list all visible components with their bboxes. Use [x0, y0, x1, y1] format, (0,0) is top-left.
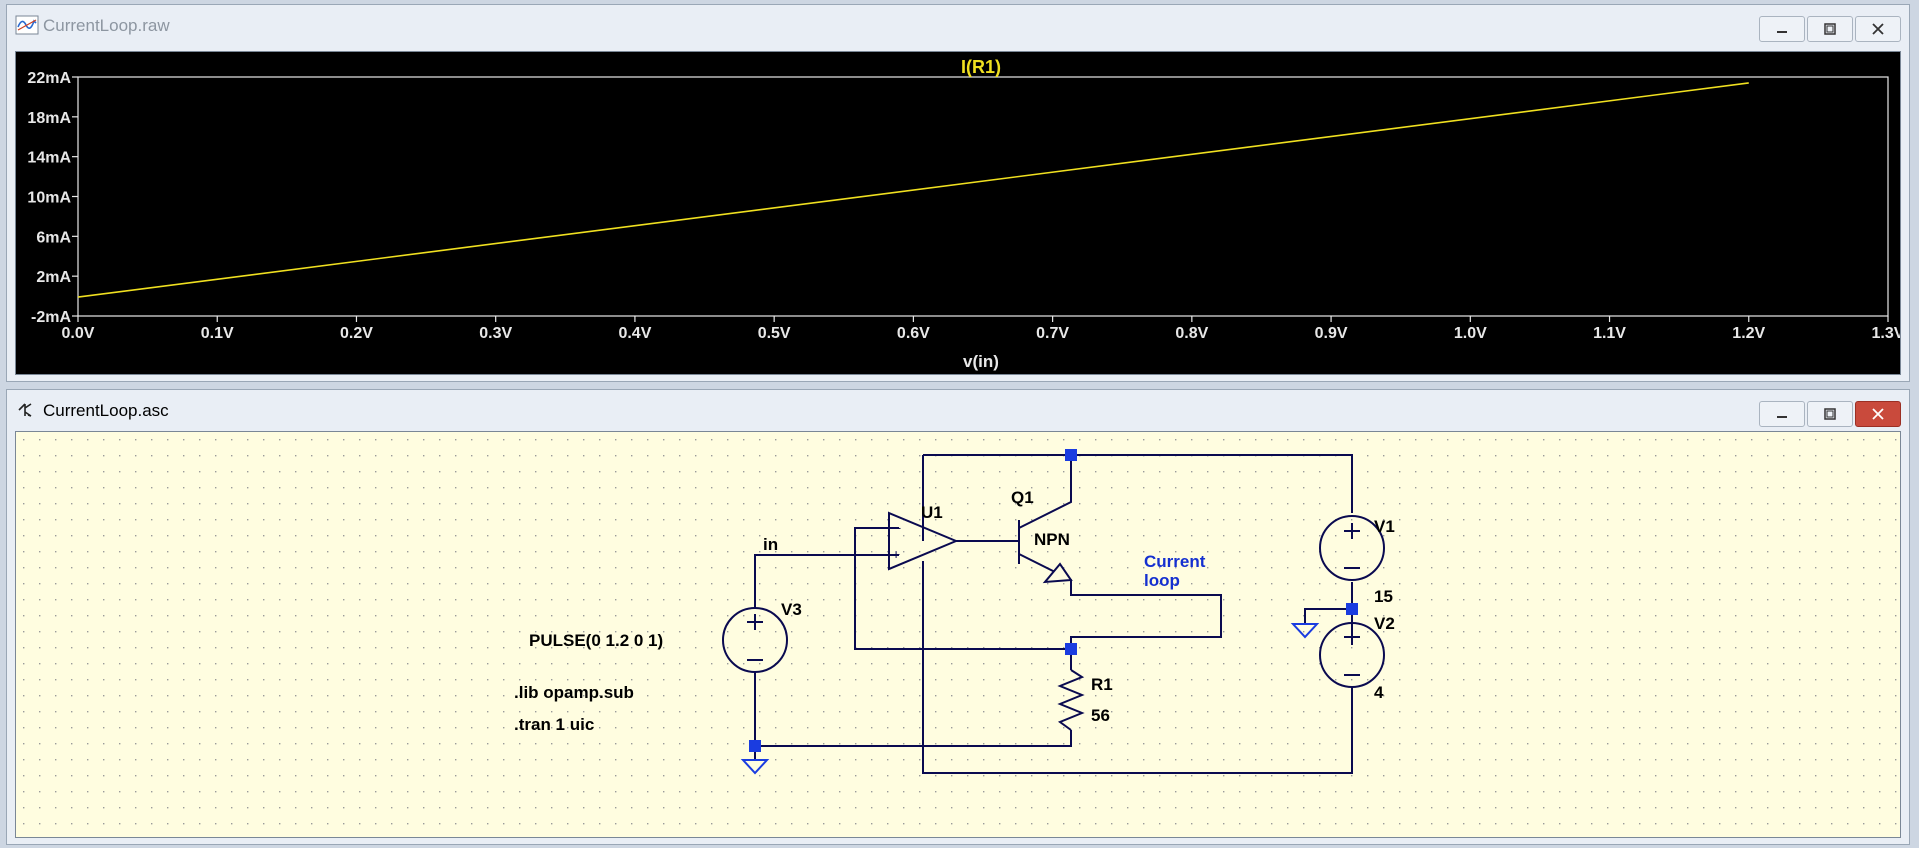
schematic-app-icon: [18, 403, 32, 417]
y-tick-label: 14mA: [27, 150, 71, 167]
spice-directive-lib[interactable]: .lib opamp.sub: [514, 683, 634, 702]
wire-ground-v1v2: [1304, 608, 1352, 624]
wires: [754, 454, 1353, 774]
x-tick-label: 0.0V: [62, 325, 95, 342]
close-button[interactable]: [1855, 401, 1901, 427]
v1-plus: [1344, 523, 1360, 539]
schematic-drawing[interactable]: − +: [16, 432, 1901, 834]
plot-window-titlebar[interactable]: CurrentLoop.raw: [7, 5, 1909, 45]
schematic-canvas[interactable]: − +: [15, 431, 1901, 838]
r1-label[interactable]: R1: [1091, 675, 1113, 694]
junction-node[interactable]: [1065, 449, 1077, 461]
wire-emitter: [1070, 585, 1222, 649]
wire-feedback: [854, 527, 1071, 650]
y-axis: 22mA 18mA 14mA 10mA 6mA 2mA -2mA: [27, 70, 78, 326]
minimize-icon: [1777, 416, 1787, 418]
maximize-icon: [1824, 23, 1836, 35]
v3-value-label[interactable]: PULSE(0 1.2 0 1): [529, 631, 663, 650]
x-tick-label: 0.3V: [479, 325, 512, 342]
opamp-minus-sign: −: [893, 520, 901, 536]
x-axis: 0.0V 0.1V 0.2V 0.3V 0.4V 0.5V 0.6V 0.7V 0.8V 0.9V…: [62, 316, 1901, 342]
close-icon: [1872, 23, 1884, 35]
x-tick-label: 1.1V: [1593, 325, 1626, 342]
v2-plus: [1344, 629, 1360, 645]
waveform-app-icon: [15, 15, 39, 35]
x-tick-label: 1.2V: [1732, 325, 1765, 342]
trace-label[interactable]: I(R1): [961, 57, 1001, 77]
opamp-u1[interactable]: − +: [888, 511, 959, 571]
transistor-q1[interactable]: [1018, 490, 1073, 585]
wire-in: [754, 554, 899, 609]
schematic-window: CurrentLoop.asc: [6, 389, 1910, 845]
trace-group: [77, 82, 1749, 298]
net-label-in[interactable]: in: [763, 535, 778, 554]
junction-node[interactable]: [1346, 603, 1358, 615]
r1-value-label[interactable]: 56: [1091, 706, 1110, 725]
maximize-button[interactable]: [1807, 16, 1853, 42]
resistor-r1[interactable]: [1057, 669, 1085, 731]
y-tick-label: 18mA: [27, 110, 71, 127]
minimize-button[interactable]: [1759, 16, 1805, 42]
y-tick-label: 10mA: [27, 190, 71, 207]
x-tick-label: 0.1V: [201, 325, 234, 342]
maximize-icon: [1824, 408, 1836, 420]
v1-value-label[interactable]: 15: [1374, 587, 1393, 606]
maximize-button[interactable]: [1807, 401, 1853, 427]
close-button[interactable]: [1855, 16, 1901, 42]
grid-background: [16, 432, 1900, 834]
wire-opamp-neg-supply: [922, 561, 1353, 774]
junction-nodes: [749, 449, 1358, 752]
minimize-button[interactable]: [1759, 401, 1805, 427]
y-tick-label: 22mA: [27, 70, 71, 87]
wire-r1-bottom: [755, 730, 1072, 747]
waveform-plot[interactable]: I(R1) 22mA 18mA 14mA 10mA 6mA 2mA -2mA 0.0V 0.1…: [16, 52, 1901, 375]
plot-area[interactable]: I(R1) 22mA 18mA 14mA 10mA 6mA 2mA -2mA 0.0V 0.1…: [15, 51, 1901, 375]
x-tick-label: 0.8V: [1175, 325, 1208, 342]
ground-symbol[interactable]: [1290, 623, 1320, 639]
v3-label[interactable]: V3: [781, 600, 802, 619]
minimize-icon: [1777, 31, 1787, 33]
y-tick-label: 2mA: [36, 269, 71, 286]
q1-model-label[interactable]: NPN: [1034, 530, 1070, 549]
plot-window: CurrentLoop.raw I(R1) 22mA 18mA 14mA 10mA 6m…: [6, 4, 1910, 382]
opamp-plus-sign: +: [892, 546, 900, 562]
schematic-window-titlebar[interactable]: CurrentLoop.asc: [7, 390, 1909, 430]
x-tick-label: 0.2V: [340, 325, 373, 342]
schematic-window-title: CurrentLoop.asc: [43, 401, 169, 420]
q1-label[interactable]: Q1: [1011, 488, 1034, 507]
opamp-symbol: [888, 511, 959, 571]
trace-ir1[interactable]: [77, 82, 1749, 298]
v2-value-label[interactable]: 4: [1374, 683, 1384, 702]
y-tick-label: 6mA: [36, 229, 71, 246]
comment-current[interactable]: Current: [1144, 552, 1206, 571]
spice-directive-tran[interactable]: .tran 1 uic: [514, 715, 594, 734]
voltage-source-v3[interactable]: [722, 607, 788, 673]
v1-label[interactable]: V1: [1374, 517, 1395, 536]
ground-symbol[interactable]: [740, 759, 770, 775]
x-axis-label[interactable]: v(in): [963, 352, 999, 371]
x-tick-label: 1.0V: [1454, 325, 1487, 342]
v2-label[interactable]: V2: [1374, 614, 1395, 633]
junction-node[interactable]: [1065, 643, 1077, 655]
x-tick-label: 0.9V: [1315, 325, 1348, 342]
x-tick-label: 0.6V: [897, 325, 930, 342]
y-tick-label: -2mA: [31, 309, 71, 326]
comment-loop[interactable]: loop: [1144, 571, 1180, 590]
voltage-source-v1[interactable]: [1319, 515, 1385, 581]
q1-collector-leg: [1018, 490, 1072, 529]
x-tick-label: 0.5V: [758, 325, 791, 342]
close-icon: [1872, 408, 1884, 420]
x-tick-label: 0.4V: [618, 325, 651, 342]
x-tick-label: 0.7V: [1036, 325, 1069, 342]
u1-label[interactable]: U1: [921, 503, 943, 522]
voltage-source-v2[interactable]: [1319, 622, 1385, 688]
v3-plus: [747, 614, 763, 630]
plot-frame: [77, 76, 1889, 317]
junction-node[interactable]: [749, 740, 761, 752]
plot-window-title: CurrentLoop.raw: [43, 16, 170, 35]
x-tick-label: 1.3V: [1872, 325, 1901, 342]
q1-emitter-arrow: [1042, 562, 1073, 584]
